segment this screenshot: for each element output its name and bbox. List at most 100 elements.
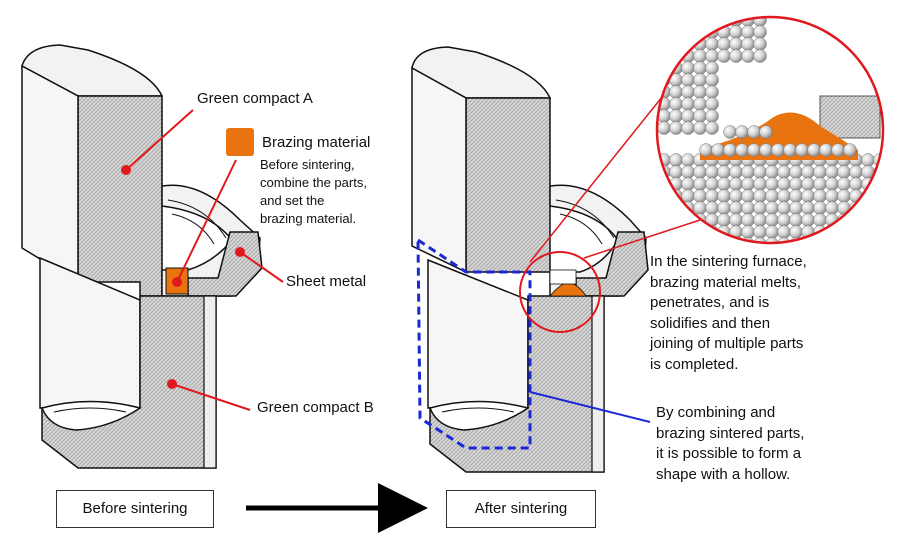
particle [693, 97, 707, 111]
green-compact-b-edge [203, 295, 217, 469]
particle [729, 213, 743, 227]
particle [777, 177, 791, 191]
particle [789, 165, 803, 179]
particle [669, 201, 683, 215]
particle [717, 237, 731, 243]
particle [813, 237, 827, 243]
particle [741, 225, 755, 239]
particle [693, 237, 707, 243]
particle [657, 49, 671, 63]
particle [777, 165, 791, 179]
particle [681, 17, 695, 27]
particle [741, 25, 755, 39]
particle [741, 165, 755, 179]
particle [729, 189, 743, 203]
particle [849, 177, 863, 191]
particle [669, 17, 683, 27]
particle [837, 237, 851, 243]
particle [693, 189, 707, 203]
particle [729, 37, 743, 51]
particle [657, 25, 671, 39]
particle [681, 25, 695, 39]
before-sintering-box: Before sintering [56, 490, 214, 528]
particle [777, 201, 791, 215]
particle [813, 177, 827, 191]
particle [705, 61, 719, 75]
particle [717, 201, 731, 215]
particle [813, 189, 827, 203]
particle [669, 37, 683, 51]
particle [759, 125, 773, 139]
particle [657, 17, 671, 27]
particle [657, 189, 671, 203]
particle [789, 177, 803, 191]
particle [657, 213, 671, 227]
particle [717, 165, 731, 179]
particle [753, 49, 767, 63]
label-green-compact-a: Green compact A [197, 90, 313, 107]
particle [861, 237, 875, 243]
particle [735, 125, 749, 139]
particle [705, 189, 719, 203]
particle [705, 49, 719, 63]
particle [693, 49, 707, 63]
particle [705, 177, 719, 191]
particle [669, 109, 683, 123]
particle [735, 143, 749, 157]
particle [693, 109, 707, 123]
particle [777, 225, 791, 239]
particle [657, 37, 671, 51]
particle [843, 143, 857, 157]
particle [873, 237, 883, 243]
particle [801, 189, 815, 203]
particle [705, 97, 719, 111]
particle [717, 177, 731, 191]
particle [669, 85, 683, 99]
particle [849, 165, 863, 179]
particle [825, 177, 839, 191]
before-sintering-part [21, 44, 263, 469]
particle [699, 143, 713, 157]
particle [681, 121, 695, 135]
particle [753, 189, 767, 203]
particle [837, 189, 851, 203]
particle [753, 177, 767, 191]
particle [747, 143, 761, 157]
particle [705, 201, 719, 215]
particle [693, 61, 707, 75]
particle [693, 121, 707, 135]
particle [669, 165, 683, 179]
particle [819, 143, 833, 157]
particle [741, 37, 755, 51]
after-sintering-part [411, 46, 649, 473]
magnified-joint [519, 15, 885, 333]
particle [861, 153, 875, 167]
particle [753, 225, 767, 239]
particle [789, 201, 803, 215]
label-sheet-metal: Sheet metal [286, 273, 367, 290]
particle [681, 153, 695, 167]
particle [849, 225, 863, 239]
particle [753, 237, 767, 243]
particle [681, 165, 695, 179]
label-green-compact-b: Green compact B [257, 399, 374, 416]
particle [705, 237, 719, 243]
particle [747, 125, 761, 139]
particle [771, 143, 785, 157]
particle [657, 237, 671, 243]
particle [873, 213, 883, 227]
particle [681, 97, 695, 111]
particle [765, 189, 779, 203]
particle [741, 177, 755, 191]
particle [801, 237, 815, 243]
particle [729, 165, 743, 179]
particle [813, 213, 827, 227]
particle [681, 225, 695, 239]
particle [717, 213, 731, 227]
particle [741, 213, 755, 227]
particle [711, 143, 725, 157]
green-compact-a-face [77, 95, 163, 297]
left-leaders [121, 109, 284, 411]
particle [705, 109, 719, 123]
